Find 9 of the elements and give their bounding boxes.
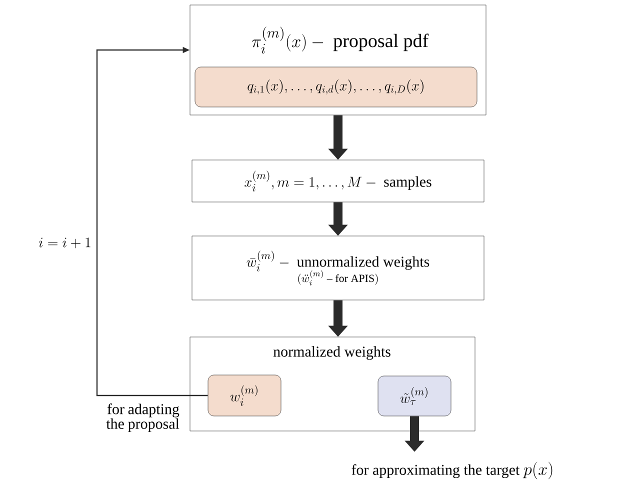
weights-box: $\bar{w}_i^{(m)}-\text{ unnormalized weights}$ $(\ddot{w}_i^{(m)}\text{ -- for APIS})$ [192,236,484,300]
weight-box: $w_i^{(m)}$ [208,374,282,416]
side-note: for adapting the proposal [106,404,180,432]
weight-box: $\tilde{w}_\tau^{(m)}$ [378,376,452,416]
samples-box: $x_i^{(m)},m=1,\ldots,M-\text{ samples}$ [192,160,484,202]
component-box: $q_{i,1}(x),\ldots,q_{i,d}(x),\ldots,q_{i,D}(x)$ [194,66,478,108]
arrow [96,46,208,396]
target-text: $\text{for approximating the target }\mbox{\LARGE$p(x)$}$ [352,462,552,480]
edge-label: $i=i+1$ [38,236,92,250]
